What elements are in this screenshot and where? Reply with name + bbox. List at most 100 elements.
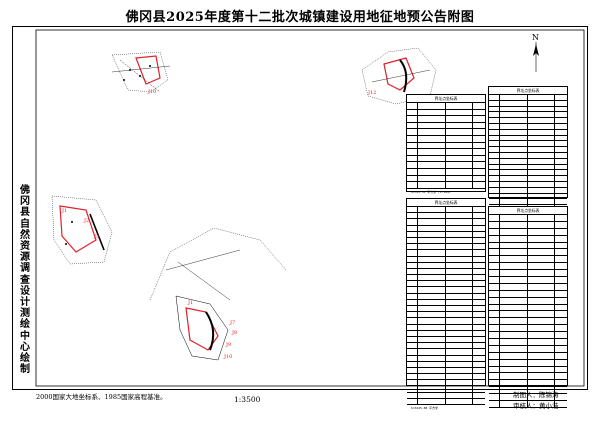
table-cell [473, 116, 485, 122]
table-cell [446, 149, 473, 155]
table-cell [418, 374, 446, 380]
table-cell [500, 387, 528, 394]
table-cell [500, 147, 528, 152]
table-cell [500, 181, 528, 187]
table-cell [446, 122, 473, 129]
table-row [489, 158, 567, 165]
table-cell [418, 330, 446, 336]
table-cell [555, 182, 567, 187]
side-label-char: 自 [20, 218, 30, 230]
parcel-group-4: J1 J7 J8 J9 J10 [149, 227, 287, 361]
table-row [407, 349, 485, 356]
table-row [489, 95, 567, 101]
table-cell [473, 399, 485, 404]
table-cell [555, 147, 567, 152]
table-cell [473, 149, 485, 155]
table-cell [407, 361, 419, 367]
table-cell [555, 124, 567, 129]
table-cell [407, 213, 419, 219]
table-cell [473, 176, 485, 182]
table-cell [473, 110, 485, 116]
table-cell [407, 287, 419, 293]
table-cell [407, 219, 419, 225]
table-cell [407, 162, 419, 168]
table-cell [555, 95, 567, 100]
table-cell [489, 311, 501, 318]
table-cell [528, 100, 555, 106]
table-cell [489, 164, 501, 170]
table-cell [555, 194, 567, 199]
table-row [407, 343, 485, 350]
side-label-char: 制 [20, 364, 30, 376]
table-cell [418, 293, 446, 299]
table-cell [489, 176, 501, 181]
table-cell [446, 250, 473, 256]
table-cell [446, 306, 473, 312]
side-label-char: 绘 [20, 353, 30, 365]
table-cell [489, 221, 501, 228]
table-cell [489, 290, 501, 297]
table-cell [418, 386, 446, 392]
table-cell [446, 293, 473, 299]
table-row [489, 176, 567, 182]
table-cell [489, 123, 501, 129]
table-cell [528, 401, 555, 407]
table-cell [473, 103, 485, 109]
table-row [489, 394, 567, 402]
table-cell [500, 270, 528, 277]
table-cell [446, 374, 473, 380]
table-row [407, 324, 485, 331]
table-cell [500, 187, 528, 193]
table-cell [489, 158, 501, 164]
table-cell [473, 156, 485, 162]
table-cell [500, 263, 528, 270]
table-row [489, 118, 567, 124]
table-row [407, 116, 485, 123]
table-cell [473, 123, 485, 129]
table-row [489, 221, 567, 229]
table-cell [528, 147, 555, 152]
table-row [489, 304, 567, 312]
table-cell [473, 182, 485, 188]
table-cell [489, 318, 501, 325]
table-cell [489, 147, 501, 152]
table-cell [528, 215, 555, 221]
table-cell [489, 283, 501, 290]
table-cell [473, 294, 485, 299]
parcel-group-3: J1 J2 J3 [51, 195, 113, 265]
table-cell [418, 336, 446, 343]
table-cell [500, 311, 528, 318]
table-row [489, 401, 567, 408]
table-row [407, 374, 485, 381]
table-cell [418, 122, 446, 129]
table-cell [528, 387, 555, 394]
table-cell [528, 270, 555, 277]
table-cell [473, 318, 485, 323]
table-cell [489, 304, 501, 311]
table-cell [555, 199, 567, 204]
credits: 制图人：陈锦涛 审核人：黄小浩 [513, 390, 559, 412]
table-cell [555, 215, 567, 221]
table-cell [500, 141, 528, 147]
table-cell [446, 324, 473, 330]
table-row [407, 231, 485, 238]
table-cell [500, 228, 528, 235]
table-cell [473, 263, 485, 268]
table-cell [555, 263, 567, 269]
table-cell [446, 312, 473, 318]
table-cell [407, 324, 419, 330]
table-cell [500, 135, 528, 141]
table-row [407, 207, 485, 214]
table-cell [418, 142, 446, 149]
table-cell [555, 305, 567, 311]
table-cell [555, 373, 567, 379]
table-cell [446, 343, 473, 349]
table-row [407, 129, 485, 136]
table-cell [446, 225, 473, 231]
table-cell [446, 162, 473, 168]
table-cell [473, 349, 485, 354]
table-cell [555, 188, 567, 193]
table-row [489, 345, 567, 353]
table-row [489, 256, 567, 264]
